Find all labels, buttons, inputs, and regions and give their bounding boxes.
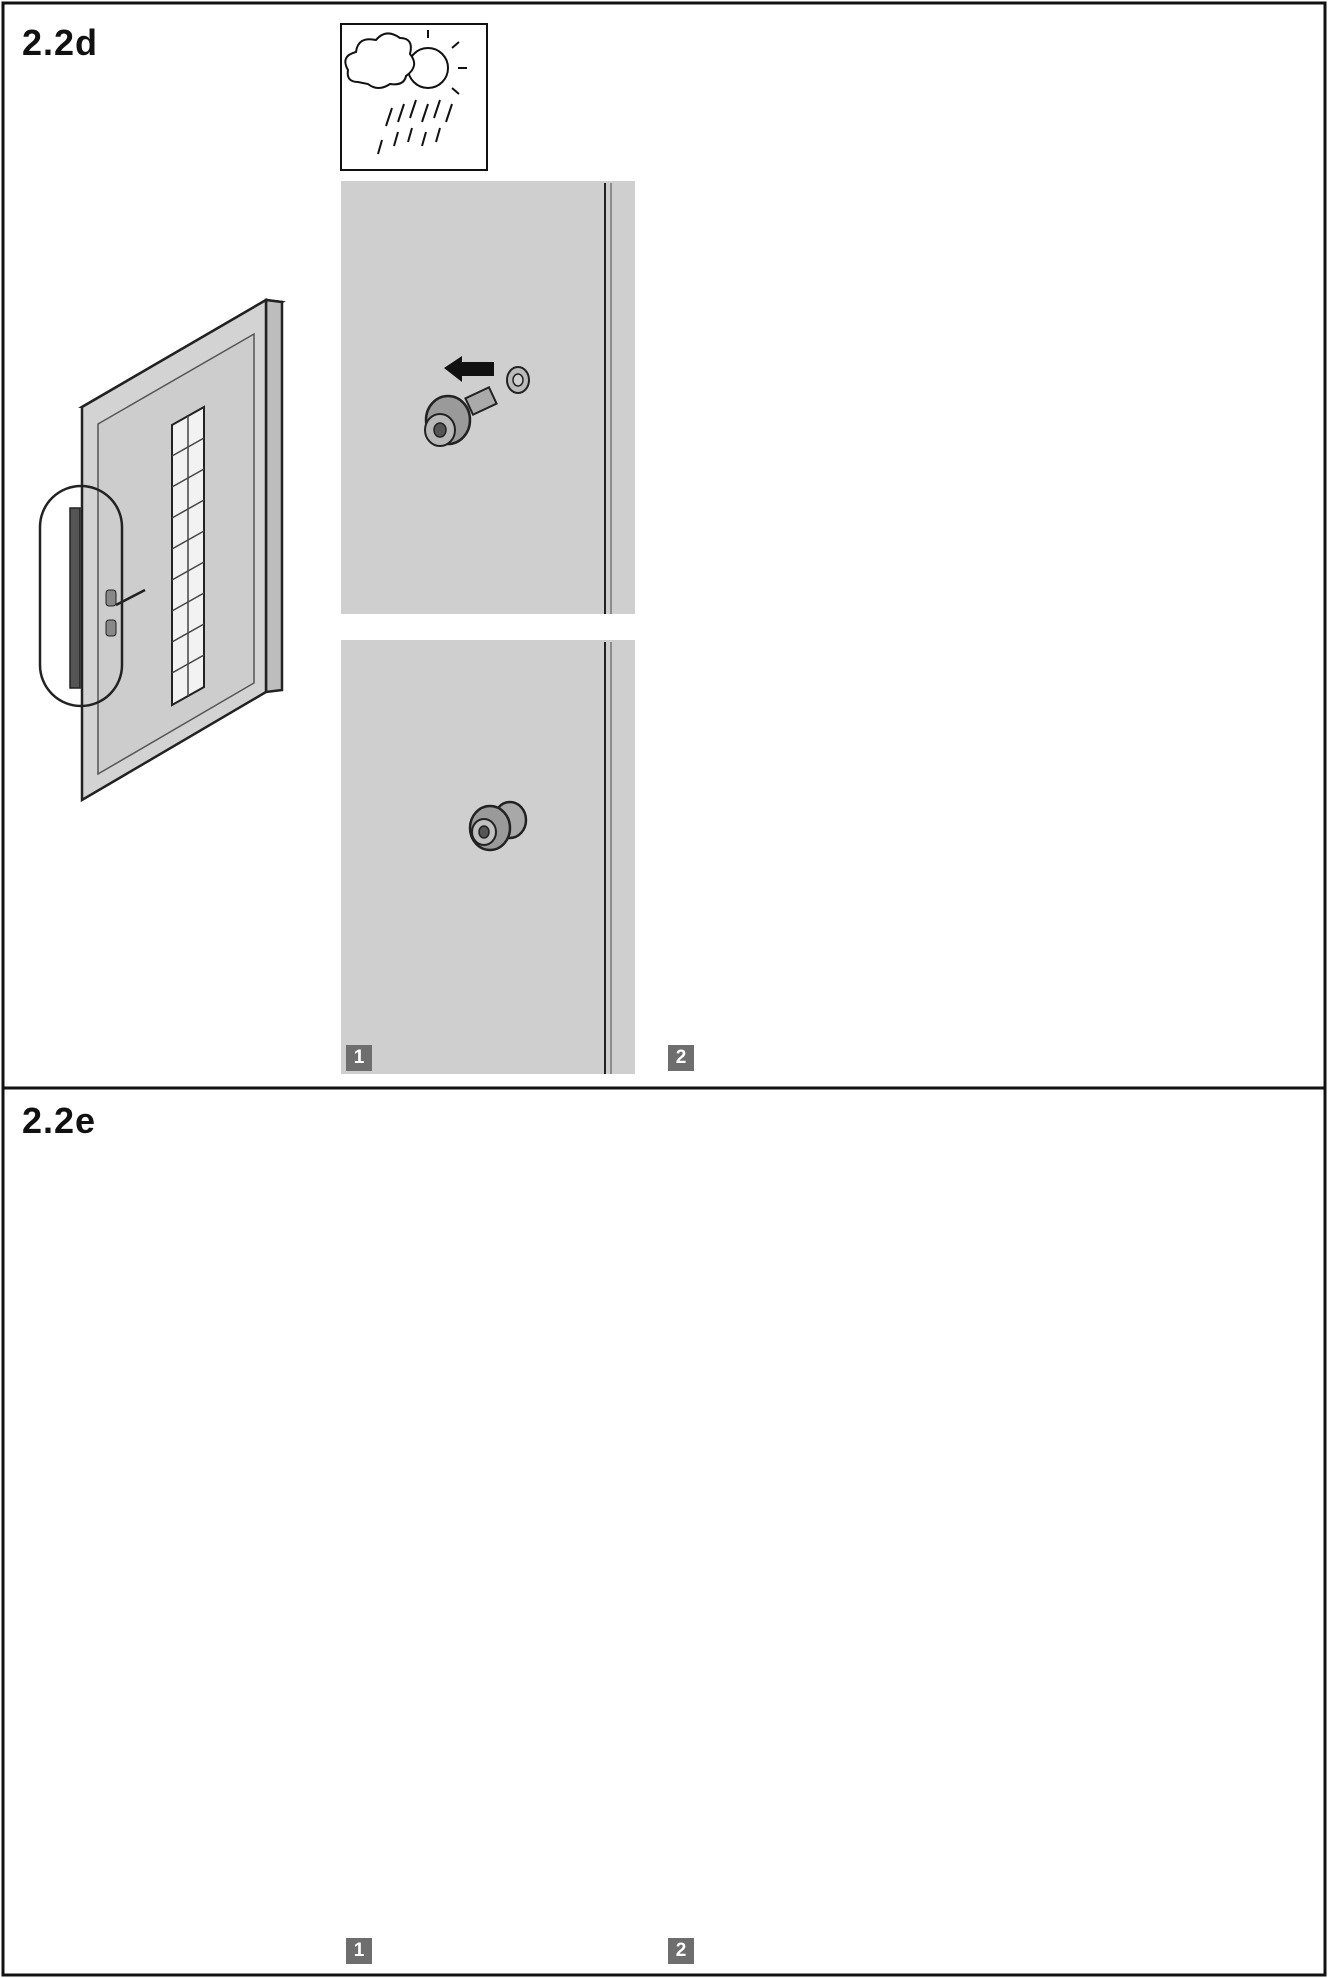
push-arrow-icon (444, 356, 494, 382)
door-overview-2-2d (38, 297, 286, 803)
section-2-2d (38, 23, 635, 1074)
step1-panel-bottom-2-2d (341, 640, 635, 1074)
section-label-2-2e: 2.2e (22, 1100, 97, 1141)
step-badge-1-2-2e: 1 (346, 1938, 372, 1964)
step-badge-1-2-2d: 1 (346, 1045, 372, 1071)
step-badge-2-2-2e: 2 (668, 1938, 694, 1964)
section-label-2-2d: 2.2d (22, 22, 99, 63)
step-badge-2-2-2d: 2 (668, 1045, 694, 1071)
handle-highlight-ellipse (38, 484, 124, 708)
step1-panel-top-2-2d (341, 181, 635, 614)
cloud-sun-rain-icon (340, 23, 488, 171)
